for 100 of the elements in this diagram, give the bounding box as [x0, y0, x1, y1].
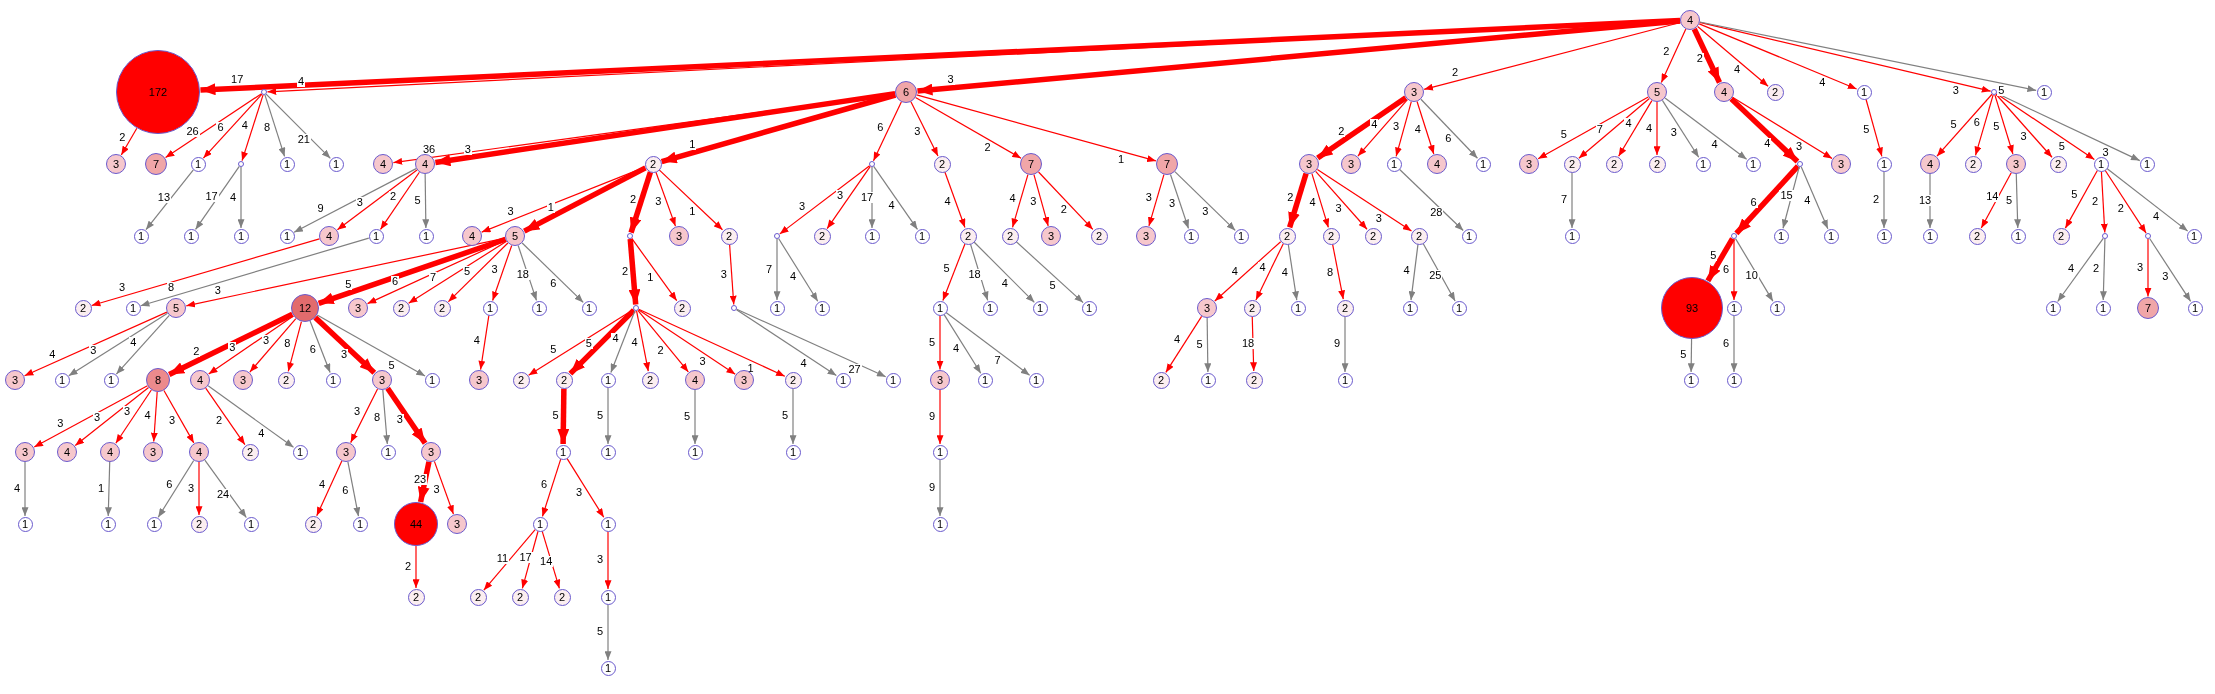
- node-circle: [57, 442, 77, 462]
- node-circle: [166, 298, 186, 318]
- edge-label: 2: [389, 190, 398, 202]
- node-circle: [482, 300, 498, 316]
- arrow: [1165, 315, 1203, 374]
- node-circle: [784, 371, 802, 389]
- edge-label: 4: [799, 357, 808, 369]
- node-value: 5: [511, 230, 519, 242]
- node-circle: [146, 368, 170, 392]
- edge-label: 9: [928, 481, 937, 493]
- arrow: [1408, 243, 1419, 301]
- node-circle: [1278, 227, 1296, 245]
- arrow: [1423, 21, 1681, 91]
- node-value: 2: [1283, 230, 1291, 242]
- edge-label: 8: [1326, 267, 1335, 279]
- node-value: 7: [1027, 158, 1035, 170]
- edge-label: 3: [835, 190, 845, 202]
- arrow: [316, 460, 343, 517]
- node-value: 1: [1730, 302, 1738, 314]
- node-circle: [233, 228, 249, 244]
- edge-label: 5: [1048, 279, 1057, 291]
- node-value: 3: [1047, 230, 1055, 242]
- node-value: 2: [1969, 158, 1977, 170]
- node-circle: [279, 228, 295, 244]
- arrow: [735, 309, 837, 377]
- node-value: 1: [2191, 302, 2199, 314]
- arrow: [638, 308, 786, 377]
- edge-label: 3: [432, 484, 441, 496]
- node-value: 3: [11, 374, 19, 386]
- node-value: 1: [1406, 302, 1414, 314]
- node-value: 2: [517, 374, 525, 386]
- arrow: [336, 169, 418, 231]
- edge-label: 4: [318, 479, 327, 491]
- arrow: [21, 461, 29, 517]
- node-circle: [1563, 155, 1581, 173]
- edge-label: 6: [1722, 337, 1731, 349]
- node-circle: [336, 442, 356, 462]
- edge-label: 3: [1334, 203, 1343, 215]
- arrow: [873, 165, 919, 231]
- node-circle: [372, 370, 392, 390]
- arrow: [1422, 242, 1456, 302]
- node-value: 2: [1973, 230, 1981, 242]
- node-circle: [644, 155, 662, 173]
- node-circle: [555, 444, 571, 460]
- arrow: [523, 165, 647, 234]
- node-circle: [673, 299, 691, 317]
- edge-label: 1: [1117, 153, 1126, 165]
- node-circle: [814, 300, 830, 316]
- edge-label: 1: [646, 271, 655, 283]
- node-circle: [238, 161, 244, 167]
- arrow: [1255, 243, 1284, 301]
- edge-label: 3: [261, 335, 271, 347]
- node-value: 1: [107, 374, 115, 386]
- edge-label: 13: [156, 192, 172, 204]
- node-circle: [1766, 83, 1784, 101]
- edge-label: 4: [1818, 77, 1827, 89]
- arrow: [202, 93, 263, 159]
- node-value: 4: [63, 446, 71, 458]
- node-circle: [1402, 300, 1418, 316]
- arrow: [637, 309, 689, 373]
- node-circle: [380, 444, 396, 460]
- edge-label: 24: [215, 488, 231, 500]
- arrow: [1568, 171, 1576, 229]
- node-circle: [1773, 228, 1789, 244]
- node-circle: [895, 81, 917, 103]
- arrow: [936, 458, 944, 517]
- node-circle: [813, 227, 831, 245]
- node-value: 1: [918, 230, 926, 242]
- node-value: 1: [2014, 230, 2022, 242]
- edge-label: 3: [913, 126, 922, 138]
- node-circle: [421, 442, 441, 462]
- node-circle: [1726, 372, 1742, 388]
- arrow: [447, 242, 509, 303]
- arrow: [145, 169, 194, 231]
- node-circle: [687, 444, 703, 460]
- edge-label: 4: [943, 196, 952, 208]
- edge-label: 3: [395, 414, 404, 426]
- arrow: [779, 165, 871, 235]
- edge-label: 5: [683, 411, 692, 422]
- edge-label: 5: [387, 360, 396, 372]
- arrow: [433, 460, 455, 515]
- node-circle: [325, 372, 341, 388]
- node-value: 2: [1568, 158, 1576, 170]
- node-circle: [407, 588, 425, 606]
- edge-label: 2: [1872, 193, 1881, 205]
- node-circle: [261, 89, 267, 95]
- edge-label: 6: [539, 479, 549, 491]
- edge-label: 2: [1695, 53, 1704, 65]
- arrow: [483, 529, 536, 591]
- node-value: 1: [839, 374, 847, 386]
- edge-label: 5: [2070, 189, 2079, 201]
- node-circle: [348, 298, 368, 318]
- arrow: [1734, 164, 1800, 236]
- edge-label: 3: [122, 406, 132, 418]
- arrow: [293, 168, 417, 233]
- edge-label: 21: [296, 133, 311, 145]
- node-circle: [190, 156, 206, 172]
- node-value: 5: [172, 302, 180, 314]
- arrow: [241, 94, 264, 162]
- edge-label: 6: [391, 276, 400, 288]
